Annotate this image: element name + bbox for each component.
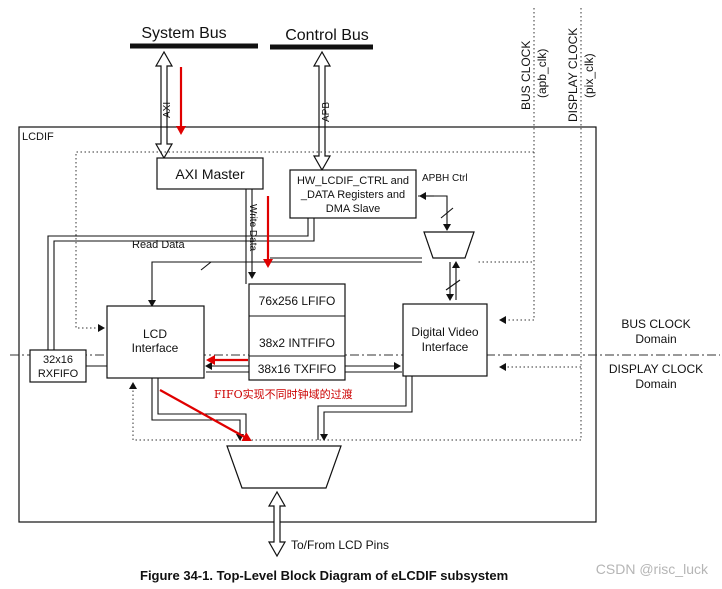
lcdif-boundary xyxy=(18,126,597,523)
rxfifo-line1: 32x16 xyxy=(43,354,73,366)
axi-label: AXI xyxy=(162,102,173,118)
rxfifo-block xyxy=(29,349,87,383)
figure-caption: Figure 34-1. Top-Level Block Diagram of … xyxy=(140,568,508,583)
csdn-watermark: CSDN @risc_luck xyxy=(596,561,709,577)
axi-master-label: AXI Master xyxy=(175,166,245,182)
mux-to-lcd-line xyxy=(148,261,422,307)
display-domain-label: DISPLAY CLOCK xyxy=(609,362,703,376)
bus-clock-distribution xyxy=(75,151,534,332)
lfifo-label: 76x256 LFIFO xyxy=(259,294,336,308)
lcd-interface-line2: Interface xyxy=(132,341,179,355)
bus-domain-sub: Domain xyxy=(635,332,676,346)
hw-registers-line1: HW_LCDIF_CTRL and xyxy=(297,175,409,187)
display-domain-sub: Domain xyxy=(635,377,676,391)
txfifo-label: 38x16 TXFIFO xyxy=(258,362,336,376)
lcd-to-out-mux-a xyxy=(151,378,244,441)
read-data-label: Read Data xyxy=(132,239,185,251)
bus-clock-label: BUS CLOCK xyxy=(519,41,533,110)
apbh-bus-tick xyxy=(440,207,454,219)
write-data-label: Write Data xyxy=(247,204,258,251)
bus-domain-label: BUS CLOCK xyxy=(621,317,690,331)
bus-clock-signal: (apb_clk) xyxy=(535,49,549,98)
lcd-pins-arrow xyxy=(267,490,287,558)
display-clock-signal: (pix_clk) xyxy=(582,53,596,98)
dvi-to-out-mux-b xyxy=(317,376,407,440)
bus-clock-to-apbh xyxy=(476,152,535,263)
hw-registers-line2: _DATA Registers and xyxy=(300,189,405,201)
system-bus-label: System Bus xyxy=(141,25,226,42)
dvi-line1: Digital Video xyxy=(411,325,478,339)
digital-video-interface-block xyxy=(402,303,488,377)
apbh-ctrl-line xyxy=(418,195,451,231)
hw-registers-block xyxy=(289,169,417,219)
intfifo-label: 38x2 INTFIFO xyxy=(259,336,335,350)
red-arrow-lcd-to-mux xyxy=(159,389,252,441)
control-bus-label: Control Bus xyxy=(285,27,369,44)
bus-mux xyxy=(423,231,475,259)
read-data-bus-b xyxy=(53,218,315,358)
apbh-ctrl-label: APBH Ctrl xyxy=(422,173,468,184)
dvi-line2: Interface xyxy=(422,340,469,354)
output-mux xyxy=(226,445,342,489)
hw-registers-line3: DMA Slave xyxy=(326,203,380,215)
lcd-interface-block xyxy=(106,305,205,379)
apb-label: APB xyxy=(321,102,332,122)
fifo-stack xyxy=(248,283,346,381)
display-clock-distribution xyxy=(129,382,581,441)
axi-master-block xyxy=(156,157,264,190)
fifo-annotation: FIFO实现不同时钟域的过渡 xyxy=(214,387,353,401)
lcdif-label: LCDIF xyxy=(22,131,54,143)
mux-lcd-tick xyxy=(200,261,212,271)
display-clock-label: DISPLAY CLOCK xyxy=(566,28,580,122)
lcd-interface-line1: LCD xyxy=(143,327,167,341)
rxfifo-line2: RXFIFO xyxy=(38,368,79,380)
mux-dvi-tick xyxy=(445,279,461,291)
dvi-to-out-mux-a xyxy=(320,376,413,441)
lcd-pins-label: To/From LCD Pins xyxy=(291,538,389,552)
read-data-bus-a xyxy=(47,218,309,358)
